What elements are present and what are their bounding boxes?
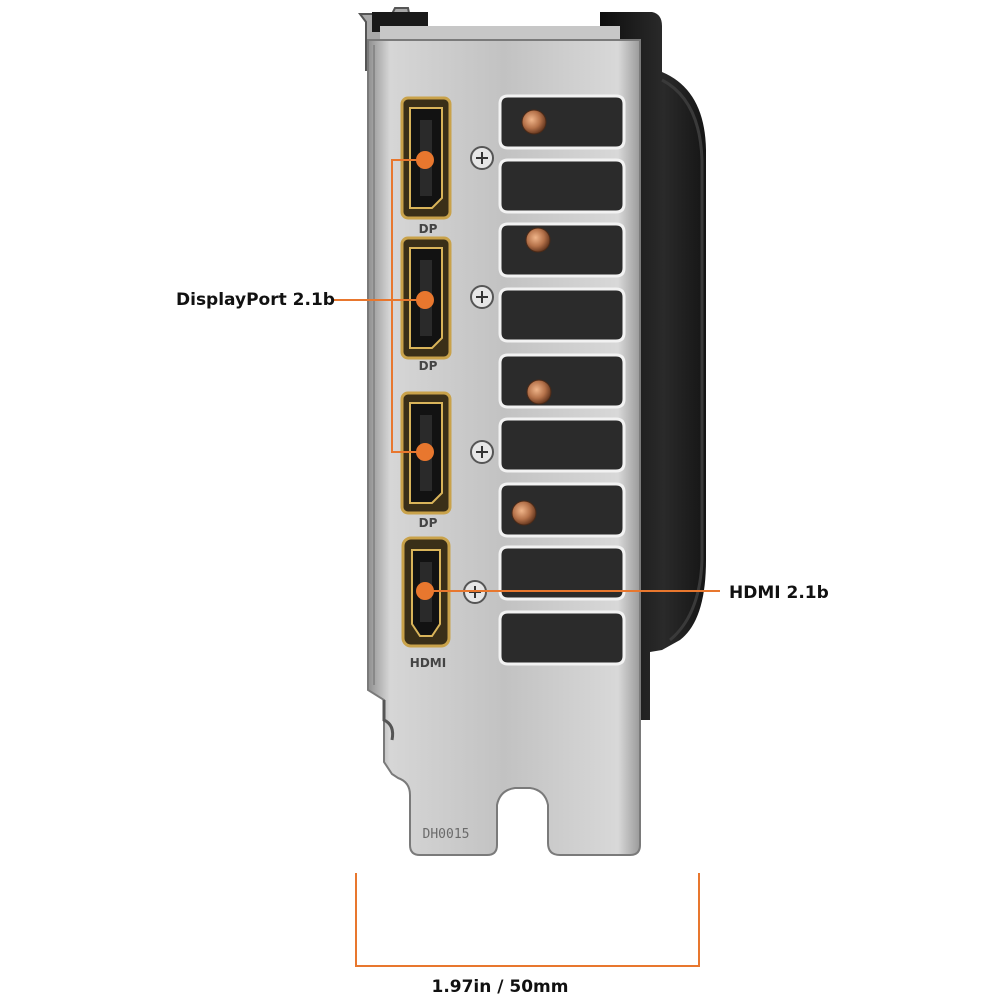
displayport-callout-dots xyxy=(416,151,434,461)
width-dimension-bracket xyxy=(355,873,700,967)
hdmi-label: HDMI 2.1b xyxy=(729,583,829,603)
vent-slot xyxy=(498,158,626,214)
heatpipe-end xyxy=(526,379,552,405)
dp-port-1-marker xyxy=(416,151,434,169)
dp-marking-2: DP xyxy=(419,359,438,373)
dp-port-2-marker xyxy=(416,291,434,309)
heatpipe-end xyxy=(521,109,547,135)
vent-slot xyxy=(498,222,626,278)
dp-port-3-marker xyxy=(416,443,434,461)
displayport-label: DisplayPort 2.1b xyxy=(176,290,335,310)
vent-slot xyxy=(498,545,626,601)
dp-marking-3: DP xyxy=(419,516,438,530)
screw xyxy=(470,285,494,309)
hdmi-port-marker xyxy=(416,582,434,600)
vent-slot xyxy=(498,353,626,409)
heatpipe-end xyxy=(525,227,551,253)
vent-slots xyxy=(498,94,626,666)
bracket-code: DH0015 xyxy=(423,827,470,842)
vent-slot xyxy=(498,610,626,666)
screw xyxy=(470,146,494,170)
width-dimension-label: 1.97in / 50mm xyxy=(431,977,569,997)
heatpipes xyxy=(511,109,552,526)
dp-marking-1: DP xyxy=(419,222,438,236)
hdmi-callout xyxy=(416,582,720,600)
screw xyxy=(470,440,494,464)
vent-slot xyxy=(498,94,626,150)
heatpipe-end xyxy=(511,500,537,526)
vent-slot xyxy=(498,287,626,343)
hdmi-marking: HDMI xyxy=(410,656,446,670)
vent-slot xyxy=(498,417,626,473)
